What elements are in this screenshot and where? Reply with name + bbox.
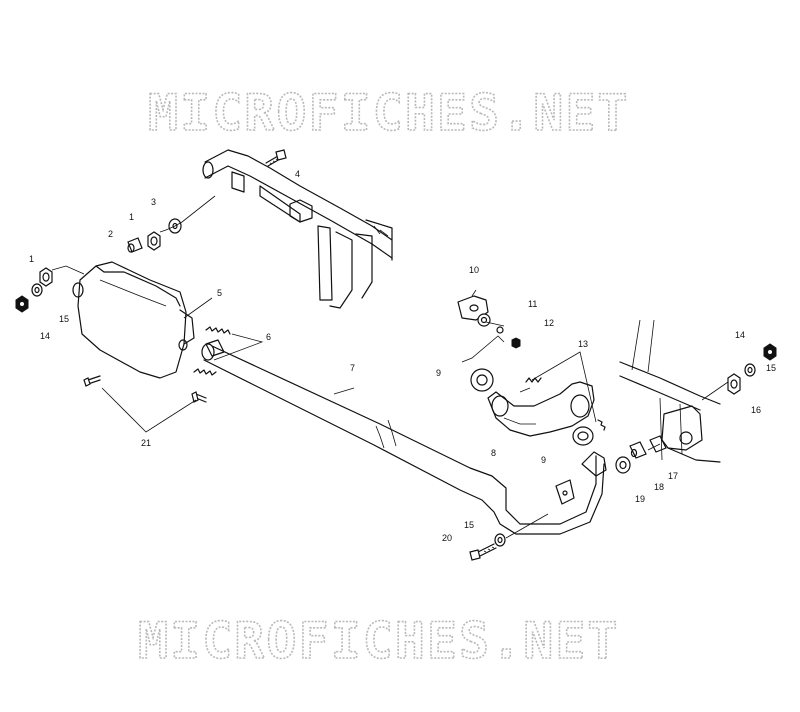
callout-15-lower: 15 [464,520,474,530]
frame-upper [202,149,393,309]
right-mount-hardware [615,343,777,474]
frame-right [619,319,721,463]
bolt-20 [469,513,549,561]
left-mount-hardware [15,265,85,313]
callout-8: 8 [491,448,496,458]
callout-17: 17 [668,471,678,481]
callout-2: 2 [108,229,113,239]
callout-15-left: 15 [59,314,69,324]
callout-1-upper: 1 [129,212,134,222]
callout-16: 16 [751,405,761,415]
callout-21: 21 [141,438,151,448]
watermark-bottom: MICROFICHES.NET [138,612,620,670]
callout-4: 4 [295,169,300,179]
callout-18: 18 [654,482,664,492]
exhaust-pipe [201,343,607,535]
callout-19: 19 [635,494,645,504]
callout-3: 3 [151,197,156,207]
watermark-top: MICROFICHES.NET [148,84,630,142]
muffler [72,261,213,379]
callout-5: 5 [217,288,222,298]
upper-mount-hardware [127,195,216,253]
y-pipe [457,289,595,437]
bolts-21 [83,375,207,433]
callout-20: 20 [442,533,452,543]
springs [193,326,264,376]
callout-11: 11 [528,299,537,309]
callout-13: 13 [578,339,588,349]
callout-9-upper: 9 [436,368,441,378]
callout-10: 10 [469,265,479,275]
callout-9-lower: 9 [541,455,546,465]
gaskets [470,368,594,446]
springs-13 [525,351,606,431]
callout-7: 7 [350,363,355,373]
callout-14-right: 14 [735,330,745,340]
callout-12: 12 [544,318,554,328]
callout-6: 6 [266,332,271,342]
callout-labels: 4 3 1 2 1 15 14 5 6 7 21 10 11 12 9 13 8… [29,169,776,543]
bolt-4 [265,149,287,167]
callout-15-right: 15 [766,363,776,373]
callout-14-left: 14 [40,331,50,341]
callout-1-left: 1 [29,254,34,264]
